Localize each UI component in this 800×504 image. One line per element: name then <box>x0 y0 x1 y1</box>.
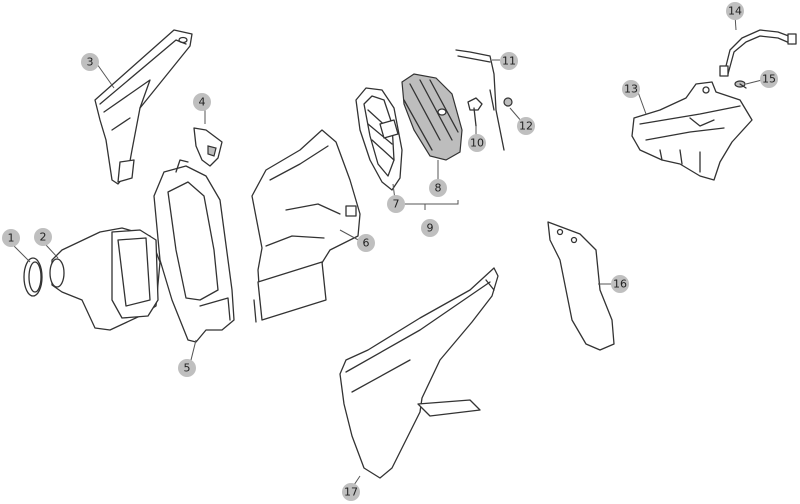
callout-15: 15 <box>760 70 778 88</box>
svg-text:12: 12 <box>519 120 533 133</box>
part-4-small-bracket <box>193 127 223 167</box>
callout-17: 17 <box>342 483 360 501</box>
svg-text:7: 7 <box>393 198 400 211</box>
part-8-air-filter <box>401 73 463 161</box>
svg-text:8: 8 <box>435 182 442 195</box>
svg-text:11: 11 <box>502 55 516 68</box>
callout-11: 11 <box>500 52 518 70</box>
svg-text:16: 16 <box>613 278 627 291</box>
svg-text:14: 14 <box>728 5 742 18</box>
svg-text:13: 13 <box>624 83 638 96</box>
callout-5: 5 <box>178 359 196 377</box>
part-12-grommet <box>503 97 513 107</box>
callout-10: 10 <box>468 134 486 152</box>
part-16-side-cover <box>547 221 615 351</box>
callout-16: 16 <box>611 275 629 293</box>
callout-7: 7 <box>387 195 405 213</box>
part-11-retaining-rod <box>455 49 505 151</box>
part-17-lower-side-panel <box>339 267 499 479</box>
callout-4: 4 <box>193 93 211 111</box>
svg-text:4: 4 <box>199 96 206 109</box>
callout-1: 1 <box>2 229 20 247</box>
part-1-clamp <box>23 257 43 297</box>
svg-text:2: 2 <box>40 231 47 244</box>
svg-text:15: 15 <box>762 73 776 86</box>
svg-text:10: 10 <box>470 137 484 150</box>
part-7-filter-frame <box>355 87 403 191</box>
svg-text:6: 6 <box>363 237 370 250</box>
part-3-frame-bracket <box>94 29 193 185</box>
part-14-strap <box>719 29 797 77</box>
svg-text:17: 17 <box>344 486 358 499</box>
callout-3: 3 <box>81 53 99 71</box>
svg-text:3: 3 <box>87 56 94 69</box>
callout-2: 2 <box>34 228 52 246</box>
svg-text:1: 1 <box>8 232 15 245</box>
part-6-inner-panel <box>251 129 361 323</box>
part-10-fastener <box>467 97 483 127</box>
part-13-tray-bracket <box>631 81 753 181</box>
callout-8: 8 <box>429 179 447 197</box>
svg-text:5: 5 <box>184 362 191 375</box>
callout-9: 9 <box>421 219 439 237</box>
part-5-air-box-duct <box>153 159 235 343</box>
part-2-intake-boot <box>49 227 161 331</box>
callout-14: 14 <box>726 2 744 20</box>
callout-6: 6 <box>357 234 375 252</box>
svg-text:9: 9 <box>427 222 434 235</box>
part-15-bolt <box>734 80 747 89</box>
callouts: 1 2 3 4 5 6 7 8 9 10 11 12 13 14 15 16 1… <box>2 2 778 501</box>
callout-12: 12 <box>517 117 535 135</box>
callout-13: 13 <box>622 80 640 98</box>
